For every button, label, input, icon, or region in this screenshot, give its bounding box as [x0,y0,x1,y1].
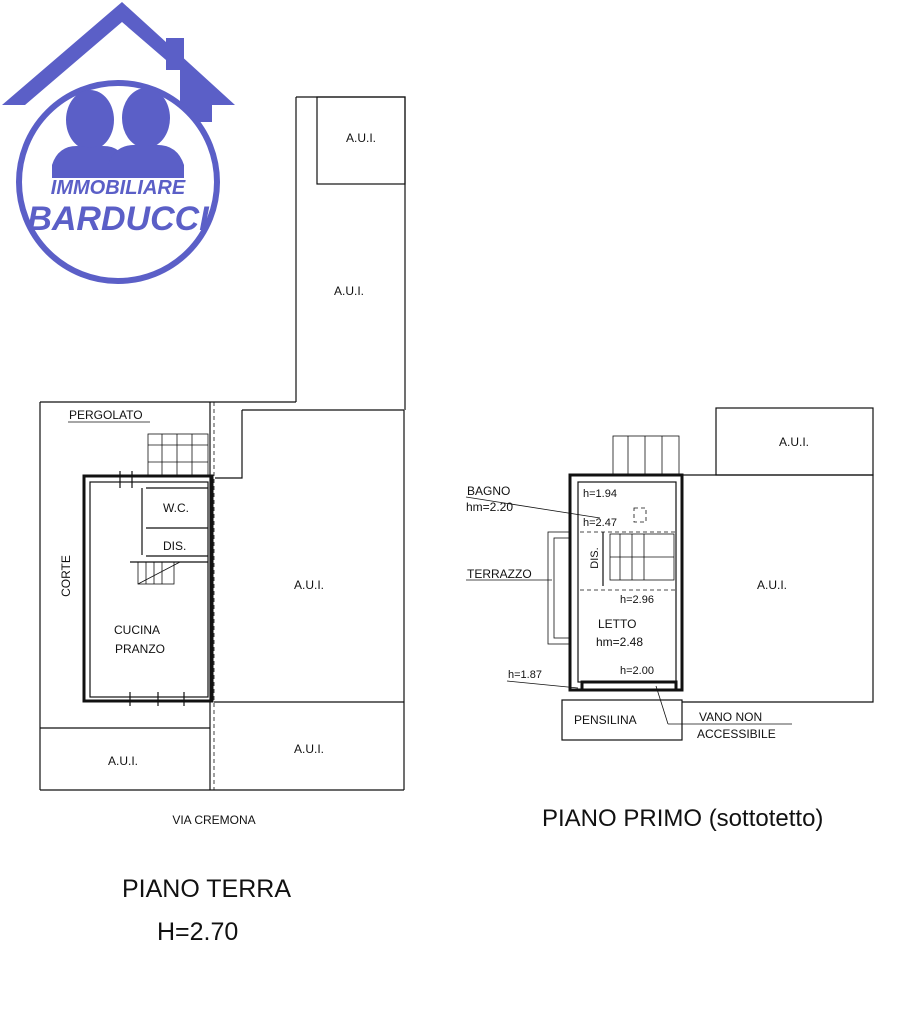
first-floor-title: PIANO PRIMO (sottotetto) [542,805,823,832]
ground-aui-tall: A.U.I. [334,284,364,298]
first-floor-plan: A.U.I. A.U.I. BAGNO hm=2.20 h=1.94 h=2.4… [465,407,874,832]
label-h194: h=1.94 [583,488,617,500]
label-dis-ground: DIS. [163,539,186,553]
label-terrazzo: TERRAZZO [467,567,532,581]
label-dis-first: DIS. [589,547,601,568]
label-h247: h=2.47 [583,517,617,529]
label-h296: h=2.96 [620,594,654,606]
ground-aui-top: A.U.I. [346,131,376,145]
label-h200: h=2.00 [620,665,654,677]
label-letto-hm: hm=2.48 [596,635,643,649]
logo-line-1: IMMOBILIARE [51,177,186,199]
first-aui-right: A.U.I. [757,578,787,592]
ground-aui-right: A.U.I. [294,578,324,592]
logo-roof [2,2,235,122]
label-cucina: CUCINA [114,623,160,637]
label-vano-1: VANO NON [699,710,762,724]
label-pranzo: PRANZO [115,642,165,656]
label-pensilina: PENSILINA [574,713,637,727]
label-bagno-hm: hm=2.20 [466,500,513,514]
ground-aui-bottom-left: A.U.I. [108,754,138,768]
street-name: VIA CREMONA [172,813,255,827]
logo-people-icon [52,88,184,178]
label-wc: W.C. [163,501,189,515]
agency-logo: IMMOBILIARE BARDUCCI [2,2,235,284]
label-vano-2: ACCESSIBILE [697,727,776,741]
label-pergolato: PERGOLATO [69,408,143,422]
label-bagno: BAGNO [467,484,510,498]
label-h187: h=1.87 [508,669,542,681]
ground-floor-height: H=2.70 [157,918,238,946]
ground-floor-plan: A.U.I. A.U.I. A.U.I. A.U.I. A.U.I. PERGO… [39,96,406,946]
logo-line-2: BARDUCCI [27,200,210,238]
first-aui-top: A.U.I. [779,435,809,449]
ground-aui-bottom-right: A.U.I. [294,742,324,756]
label-corte: CORTE [59,555,73,597]
ground-floor-title: PIANO TERRA [122,875,291,903]
label-letto: LETTO [598,617,636,631]
